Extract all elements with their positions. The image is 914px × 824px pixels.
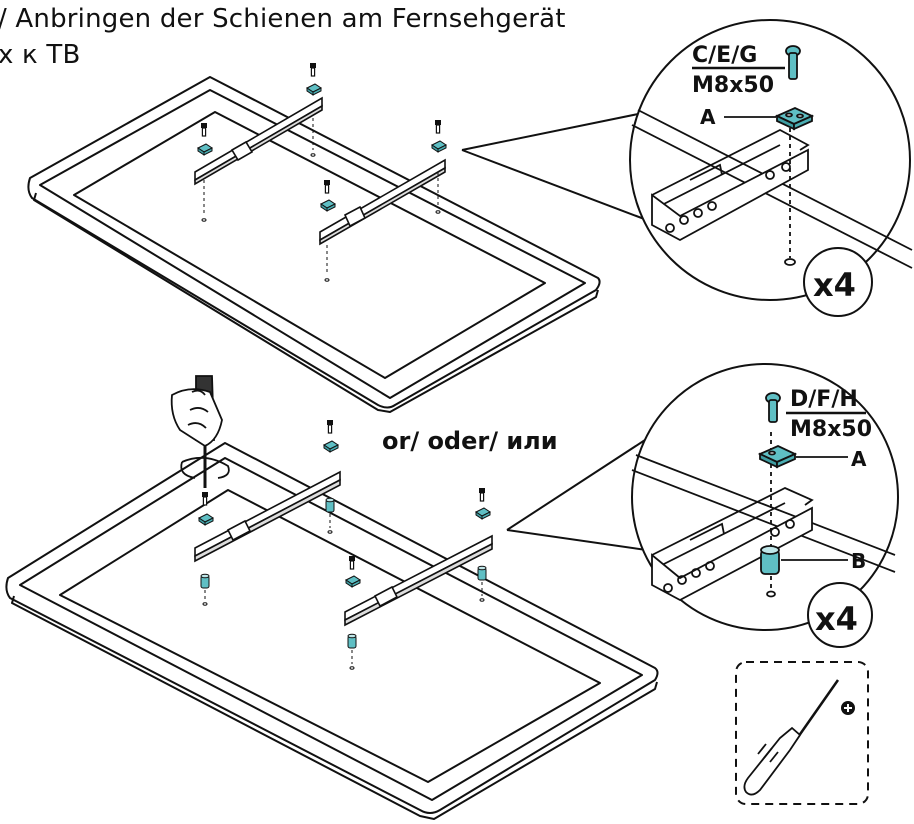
quantity-badge-top: x4 (813, 266, 856, 304)
washer-label-top: A (700, 105, 716, 129)
detail-callout-bottom (506, 363, 899, 631)
phillips-screwdriver-icon (743, 679, 840, 796)
spacer-label-bottom: B (851, 549, 866, 573)
rail-top-right (319, 158, 446, 246)
rail-top-left (194, 96, 323, 186)
detail-view-top (631, 45, 913, 317)
rail-bottom-right (344, 534, 493, 627)
rail-bottom-left (194, 470, 341, 563)
washer-label-bottom: A (851, 447, 867, 471)
screw-size-bottom: M8x50 (790, 417, 872, 442)
alternative-label: or/ oder/ или (382, 427, 558, 455)
page-title: / Anbringen der Schienen am Fernsehgerät (0, 4, 566, 34)
screw-set-bottom (198, 419, 491, 670)
tv-back-top (27, 76, 601, 413)
screwdriver-in-hand-icon (170, 375, 230, 488)
plus-circle-icon (841, 701, 855, 715)
screw-code-top: C/E/G (692, 43, 757, 68)
quantity-badge-bottom: x4 (815, 600, 858, 638)
page-subtitle: х к ТВ (0, 40, 81, 70)
screw-code-bottom: D/F/H (790, 387, 858, 412)
tv-back-bottom (5, 442, 659, 820)
screw-set-top (197, 62, 447, 282)
tool-box (735, 661, 869, 805)
detail-view-bottom (631, 392, 896, 648)
screw-size-top: M8x50 (692, 73, 774, 98)
